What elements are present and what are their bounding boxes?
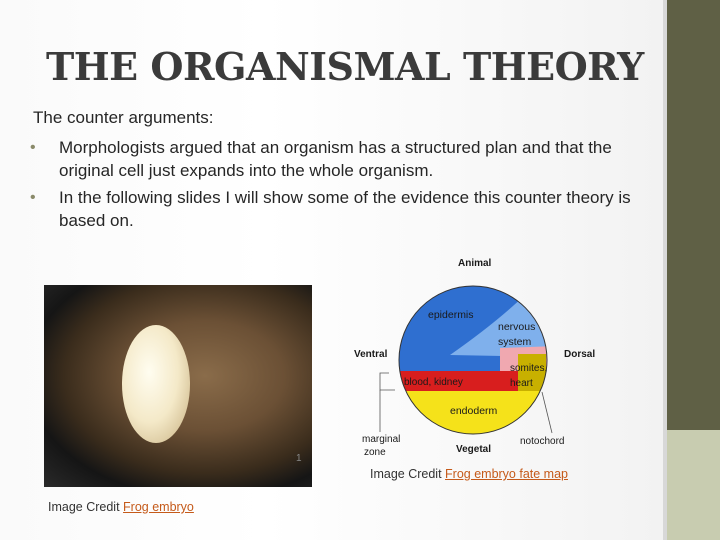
embryo-outline [398, 285, 548, 435]
bullet-list: • Morphologists argued that an organism … [30, 136, 650, 236]
marginal-zone-bracket [379, 372, 395, 391]
fate-map-diagram: Animal epidermis nervous system Ventral … [354, 258, 595, 458]
label-somites: somites, [510, 363, 547, 374]
label-vegetal: Vegetal [456, 444, 491, 455]
label-notochord: notochord [520, 436, 564, 447]
frog-embryo-link[interactable]: Frog embryo [123, 500, 194, 514]
notochord-pointer [541, 391, 553, 434]
label-epidermis: epidermis [428, 309, 474, 321]
image-credit-right: Image Credit Frog embryo fate map [370, 467, 568, 481]
bullet-text: In the following slides I will show some… [59, 188, 631, 230]
label-blood-kidney: blood, kidney [404, 377, 463, 388]
bullet-text: Morphologists argued that an organism ha… [59, 138, 612, 180]
decorative-band-bottom [667, 430, 720, 540]
slide-title: THE ORGANISMAL THEORY [46, 44, 644, 89]
fate-map-link[interactable]: Frog embryo fate map [445, 467, 568, 481]
image-credit-left: Image Credit Frog embryo [48, 500, 194, 514]
photo-tick-mark: 1 [296, 453, 302, 464]
notochord-region [518, 354, 546, 391]
label-nervous: nervous [498, 321, 535, 333]
label-endoderm: endoderm [450, 405, 498, 417]
bullet-icon: • [30, 139, 36, 156]
decorative-band [667, 0, 720, 430]
intro-text: The counter arguments: [33, 108, 214, 127]
label-heart: heart [510, 378, 533, 389]
endoderm-region [399, 391, 547, 434]
frog-embryo-photo: 1 [44, 285, 312, 487]
label-dorsal: Dorsal [564, 349, 595, 360]
bullet-item: • Morphologists argued that an organism … [30, 136, 650, 182]
label-marginal: marginal [362, 434, 400, 445]
bullet-icon: • [30, 189, 36, 206]
label-animal: Animal [458, 258, 492, 269]
label-zone: zone [364, 447, 386, 458]
credit-prefix: Image Credit [370, 467, 446, 481]
label-ventral: Ventral [354, 349, 388, 360]
embryo-yolk [122, 325, 190, 443]
slide-edge [663, 0, 667, 540]
label-system: system [498, 336, 532, 348]
bullet-item: • In the following slides I will show so… [30, 186, 650, 232]
credit-prefix: Image Credit [48, 500, 124, 514]
